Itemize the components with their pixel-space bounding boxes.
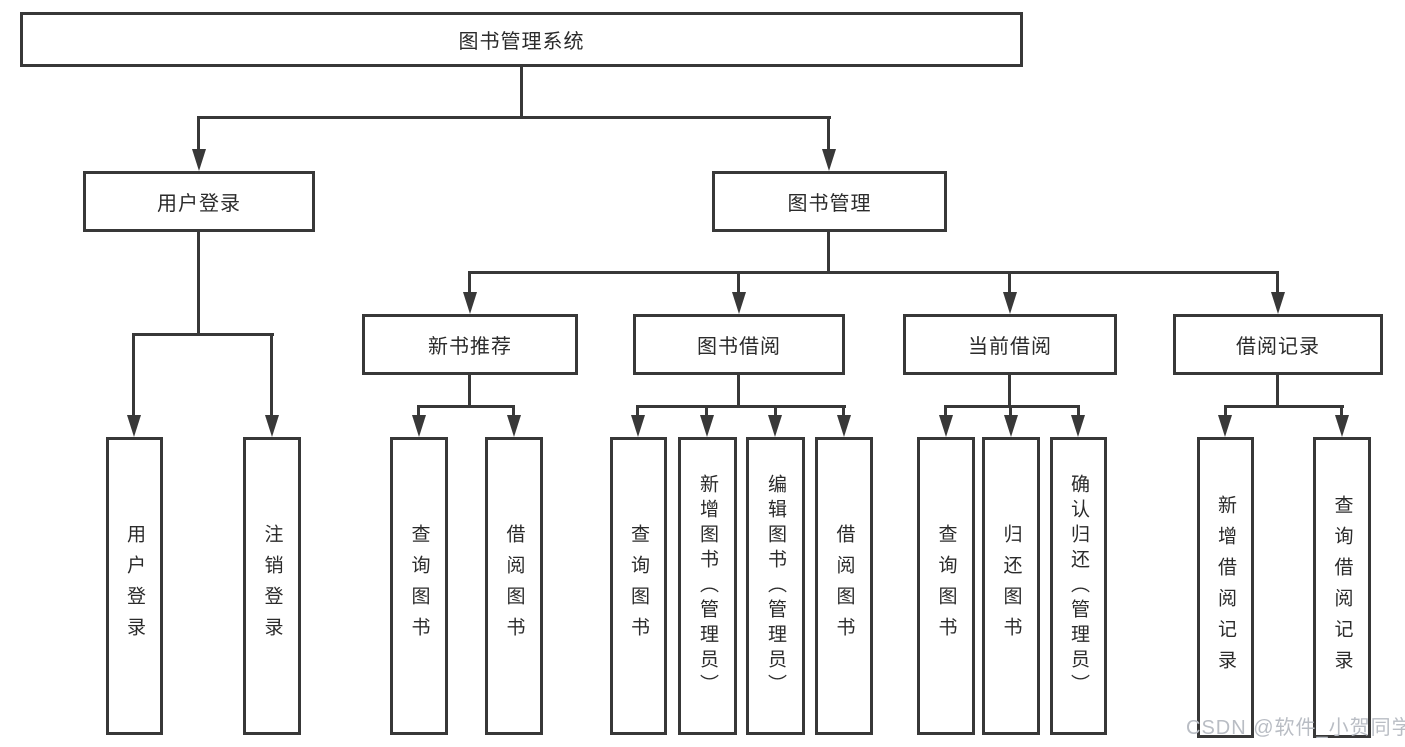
leaf-borrow-book-recommend: 借阅图书 xyxy=(485,437,543,735)
node-book-borrow: 图书借阅 xyxy=(633,314,845,375)
connector-leaf-stem xyxy=(512,407,515,417)
connector-book-management-split xyxy=(468,271,1279,274)
node-label: 编辑图书（管理员） xyxy=(765,473,786,699)
leaf-add-book-admin: 新增图书（管理员） xyxy=(678,437,737,735)
node-book-management: 图书管理 xyxy=(712,171,947,232)
arrow-down-icon xyxy=(1003,292,1017,314)
leaf-user-login: 用户登录 xyxy=(106,437,163,735)
arrow-down-icon xyxy=(939,415,953,437)
arrow-down-icon xyxy=(412,415,426,437)
connector-user-login-split xyxy=(132,333,274,336)
connector-root-stem xyxy=(520,67,523,118)
node-label: 借阅图书 xyxy=(833,524,855,648)
arrow-down-icon xyxy=(837,415,851,437)
node-label: 图书管理系统 xyxy=(458,31,585,53)
connector-user-login-stem xyxy=(197,232,200,335)
connector-leaf-stem xyxy=(1077,407,1080,417)
arrow-down-icon xyxy=(768,415,782,437)
node-label: 借阅图书 xyxy=(503,524,525,648)
connector-borrow-record-split xyxy=(1224,405,1344,408)
connector-leaf-stem xyxy=(842,407,845,417)
node-label: 用户登录 xyxy=(124,524,145,648)
leaf-confirm-return-admin: 确认归还（管理员） xyxy=(1050,437,1107,735)
connector-to-book-borrow xyxy=(737,273,740,294)
arrow-down-icon xyxy=(1004,415,1018,437)
connector-leaf-stem xyxy=(1340,407,1343,417)
csdn-watermark: CSDN @软件_小贺同学 xyxy=(1186,717,1405,739)
arrow-down-icon xyxy=(631,415,645,437)
connector-leaf-stem xyxy=(1224,407,1227,417)
leaf-logout-login: 注销登录 xyxy=(243,437,301,735)
leaf-query-book-recommend: 查询图书 xyxy=(390,437,448,735)
connector-borrow-record-stem xyxy=(1276,374,1279,407)
node-label: 查询借阅记录 xyxy=(1331,494,1353,681)
arrow-down-icon xyxy=(192,149,206,171)
arrow-down-icon xyxy=(732,292,746,314)
node-label: 新增图书（管理员） xyxy=(697,473,718,699)
node-label: 查询图书 xyxy=(628,524,649,648)
leaf-edit-book-admin: 编辑图书（管理员） xyxy=(746,437,805,735)
node-new-book-recommend: 新书推荐 xyxy=(362,314,578,375)
arrow-down-icon xyxy=(1271,292,1285,314)
node-label: 当前借阅 xyxy=(968,336,1052,358)
node-user-login: 用户登录 xyxy=(83,171,315,232)
connector-recommend-stem xyxy=(468,374,471,407)
leaf-query-borrow-record: 查询借阅记录 xyxy=(1313,437,1371,738)
node-label: 查询图书 xyxy=(935,524,957,648)
connector-book-management-stem xyxy=(827,232,830,273)
connector-leaf-stem xyxy=(636,407,639,417)
connector-current-borrow-stem xyxy=(1008,374,1011,407)
leaf-borrow-book: 借阅图书 xyxy=(815,437,873,735)
connector-leaf-stem xyxy=(417,407,420,417)
node-label: 借阅记录 xyxy=(1236,336,1320,358)
connector-to-borrow-record xyxy=(1276,273,1279,294)
leaf-query-book-borrow: 查询图书 xyxy=(610,437,667,735)
connector-to-leaf-logout xyxy=(270,335,273,417)
arrow-down-icon xyxy=(1071,415,1085,437)
arrow-down-icon xyxy=(822,149,836,171)
node-borrow-record: 借阅记录 xyxy=(1173,314,1383,375)
connector-leaf-stem xyxy=(774,407,777,417)
node-label: 查询图书 xyxy=(408,524,430,648)
leaf-return-book: 归还图书 xyxy=(982,437,1040,735)
node-label: 用户登录 xyxy=(157,193,241,215)
arrow-down-icon xyxy=(463,292,477,314)
node-label: 图书借阅 xyxy=(697,336,781,358)
connector-to-new-book-recommend xyxy=(468,273,471,294)
connector-recommend-split xyxy=(417,405,515,408)
node-library-system: 图书管理系统 xyxy=(20,12,1023,67)
connector-leaf-stem xyxy=(1009,407,1012,417)
connector-to-book-management xyxy=(827,118,830,152)
connector-book-borrow-stem xyxy=(737,374,740,407)
node-label: 归还图书 xyxy=(1000,524,1022,648)
connector-to-current-borrow xyxy=(1008,273,1011,294)
connector-to-user-login xyxy=(197,118,200,152)
arrow-down-icon xyxy=(1335,415,1349,437)
arrow-down-icon xyxy=(507,415,521,437)
leaf-add-borrow-record: 新增借阅记录 xyxy=(1197,437,1254,738)
node-label: 图书管理 xyxy=(787,193,872,215)
node-label: 确认归还（管理员） xyxy=(1068,473,1089,699)
node-current-borrow: 当前借阅 xyxy=(903,314,1117,375)
arrow-down-icon xyxy=(1218,415,1232,437)
connector-to-leaf-user-login xyxy=(132,335,135,417)
arrow-down-icon xyxy=(127,415,141,437)
arrow-down-icon xyxy=(265,415,279,437)
leaf-query-book-current: 查询图书 xyxy=(917,437,975,735)
node-label: 新书推荐 xyxy=(428,336,512,358)
node-label: 注销登录 xyxy=(261,524,283,648)
node-label: 新增借阅记录 xyxy=(1215,494,1236,681)
connector-leaf-stem xyxy=(705,407,708,417)
connector-leaf-stem xyxy=(944,407,947,417)
connector-root-split xyxy=(197,116,831,119)
connector-current-borrow-split xyxy=(944,405,1080,408)
arrow-down-icon xyxy=(700,415,714,437)
connector-book-borrow-split xyxy=(636,405,846,408)
